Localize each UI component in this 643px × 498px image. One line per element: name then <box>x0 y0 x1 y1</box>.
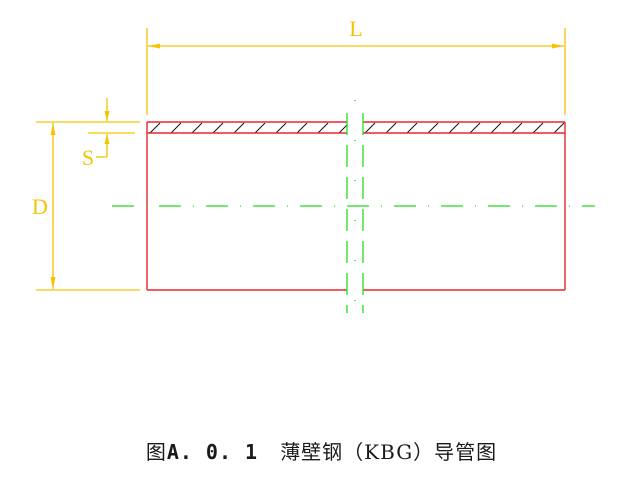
diameter-label: D <box>32 194 48 219</box>
caption-prefix: 图 <box>145 440 167 464</box>
caption-title: 薄壁钢（KBG）导管图 <box>280 440 498 464</box>
length-dimension <box>146 28 566 115</box>
pipe-outline <box>146 121 566 291</box>
wall-thickness-label: S <box>82 145 94 170</box>
centerlines <box>112 100 595 320</box>
figure-caption: 图A. 0. 1 薄壁钢（KBG）导管图 <box>0 436 643 465</box>
diameter-dimension <box>36 121 140 291</box>
caption-number: A. 0. 1 <box>166 440 259 464</box>
length-label: L <box>349 16 362 41</box>
wall-hatch <box>149 122 565 134</box>
wall-thickness-dimension <box>88 98 135 158</box>
